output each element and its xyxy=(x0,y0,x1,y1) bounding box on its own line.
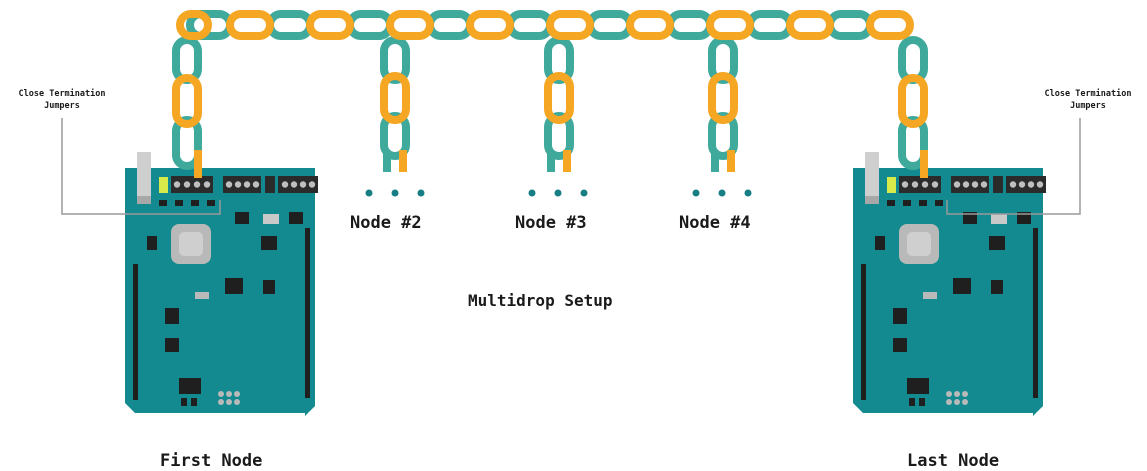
last-node-label: Last Node xyxy=(907,451,1000,471)
right-termination-label: Close Termination Jumpers xyxy=(1044,89,1132,111)
node3-label: Node #3 xyxy=(515,213,587,233)
setup-title: Multidrop Setup xyxy=(468,291,613,310)
last-node-board xyxy=(853,152,1046,416)
first-node-label: First Node xyxy=(160,451,263,471)
left-callout-line xyxy=(61,118,221,215)
node2-label: Node #2 xyxy=(350,213,422,233)
bus-cable xyxy=(172,10,928,178)
left-termination-label: Close Termination Jumpers xyxy=(18,89,106,111)
node4-label: Node #4 xyxy=(679,213,751,233)
node2-dots xyxy=(365,189,425,197)
first-node-board xyxy=(125,152,318,416)
node3-dots xyxy=(528,189,588,197)
right-callout-line xyxy=(946,118,1081,215)
node4-dots xyxy=(692,189,752,197)
